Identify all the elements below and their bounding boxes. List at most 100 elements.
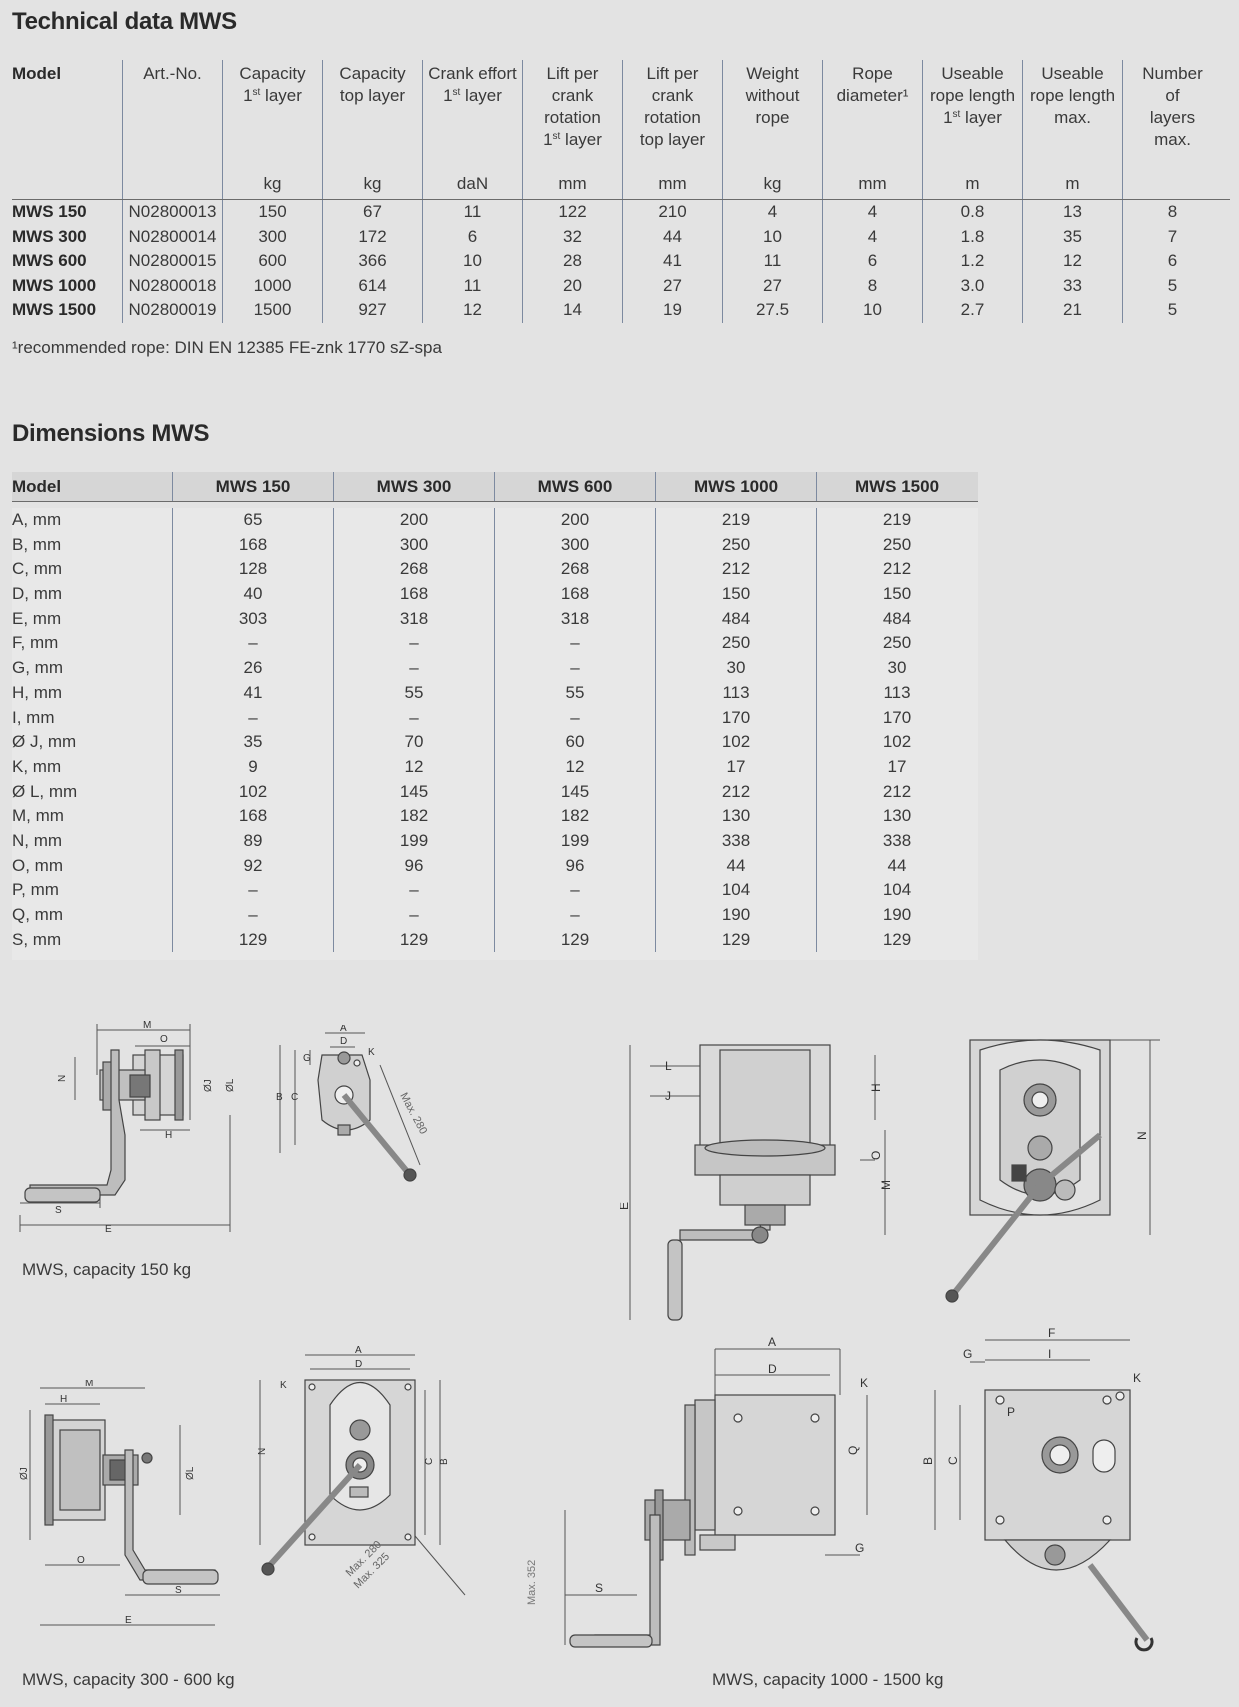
value-cell: 33	[1022, 273, 1122, 298]
dimension-value-cell: 130	[816, 804, 977, 829]
dimension-value-cell: 9	[172, 754, 333, 780]
dimension-value-cell: 70	[333, 730, 494, 755]
dimensions-header-cell: MWS 1500	[816, 472, 977, 501]
value-cell: 41	[622, 249, 722, 274]
dimension-value-cell: 250	[655, 532, 816, 558]
technical-data-title: Technical data MWS	[12, 8, 237, 35]
label-S-2: S	[175, 1585, 182, 1596]
dimension-value-cell: 300	[494, 532, 655, 558]
value-cell: 10	[822, 298, 922, 323]
value-cell: 27	[722, 273, 822, 298]
label-H-3: H	[869, 1083, 883, 1092]
value-cell: 14	[522, 298, 622, 323]
label-A-3: A	[768, 1335, 776, 1349]
dimension-value-cell: 17	[816, 754, 977, 780]
dimension-label-cell: N, mm	[12, 830, 63, 850]
dimension-value-cell: –	[333, 656, 494, 681]
value-cell: 4	[822, 224, 922, 249]
dimension-value-cell: –	[333, 705, 494, 731]
header-unit: kg	[763, 174, 782, 193]
header-line: Rope	[852, 64, 893, 83]
header-line: rotation	[644, 108, 701, 127]
technical-header-cell: Art.-No.	[122, 60, 222, 199]
value-cell: N02800015	[122, 249, 222, 274]
label-H-2: H	[60, 1394, 67, 1405]
dimensions-title: Dimensions MWS	[12, 420, 210, 447]
header-line: rotation	[544, 108, 601, 127]
dimension-label-cell: K, mm	[12, 756, 62, 776]
dimension-value-cell: 44	[816, 853, 977, 879]
model-cell: MWS 300	[12, 226, 87, 246]
header-line: diameter¹	[836, 86, 909, 105]
label-D: D	[340, 1036, 347, 1047]
header-line: rope length	[929, 86, 1016, 105]
dimension-value-cell: –	[494, 631, 655, 657]
dimension-value-cell: 40	[172, 582, 333, 607]
label-K: K	[368, 1047, 375, 1058]
value-cell: 19	[622, 298, 722, 323]
dimension-value-cell: –	[333, 903, 494, 928]
drawing-mws1000-side-top: L J E H O M	[620, 1044, 893, 1321]
header-line: Capacity	[239, 64, 306, 83]
model-cell: MWS 150	[12, 202, 87, 221]
dimension-value-cell: 26	[172, 656, 333, 681]
label-G: G	[303, 1053, 311, 1064]
dimension-value-cell: 44	[655, 853, 816, 879]
header-line: max.	[1054, 108, 1091, 127]
value-cell: 11	[422, 273, 522, 298]
dimension-value-cell: 104	[655, 878, 816, 903]
label-H: H	[165, 1130, 172, 1141]
dimension-value-cell: 250	[816, 532, 977, 558]
dimension-value-cell: 219	[655, 508, 816, 533]
caption-mws300-600: MWS, capacity 300 - 600 kg	[22, 1670, 235, 1689]
dimension-value-cell: 338	[816, 828, 977, 854]
dimension-label-cell: Ø J, mm	[12, 732, 77, 752]
header-line: 1st layer	[443, 86, 502, 105]
dimension-value-cell: 102	[172, 779, 333, 805]
dimension-value-cell: 268	[333, 557, 494, 583]
label-max280: Max. 280	[397, 1091, 429, 1137]
label-P: P	[1007, 1405, 1015, 1419]
header-line: Capacity	[339, 64, 406, 83]
label-O: O	[160, 1034, 168, 1045]
value-cell: 27.5	[722, 298, 822, 323]
dimension-value-cell: 170	[655, 705, 816, 731]
dimension-value-cell: 12	[333, 754, 494, 780]
dimension-value-cell: 212	[655, 557, 816, 583]
dimension-value-cell: –	[494, 656, 655, 681]
label-D-3: D	[768, 1362, 777, 1376]
dimension-label-cell: Q, mm	[12, 905, 63, 924]
dimension-value-cell: 190	[816, 903, 977, 928]
value-cell: 600	[222, 249, 322, 274]
header-line: rope length	[1029, 86, 1116, 105]
header-unit: m	[965, 174, 980, 193]
value-cell: 122	[522, 200, 622, 225]
dimension-value-cell: 145	[333, 779, 494, 805]
dimension-value-cell: 30	[816, 656, 977, 681]
dimension-value-cell: 182	[494, 804, 655, 829]
value-cell: 172	[322, 224, 422, 249]
label-L-3: L	[665, 1059, 672, 1073]
label-dia-L-2: ØL	[185, 1466, 196, 1480]
header-line: crank	[551, 86, 594, 105]
value-cell: 8	[822, 273, 922, 298]
value-cell: 21	[1022, 298, 1122, 323]
header-line: 1st layer	[243, 86, 302, 105]
